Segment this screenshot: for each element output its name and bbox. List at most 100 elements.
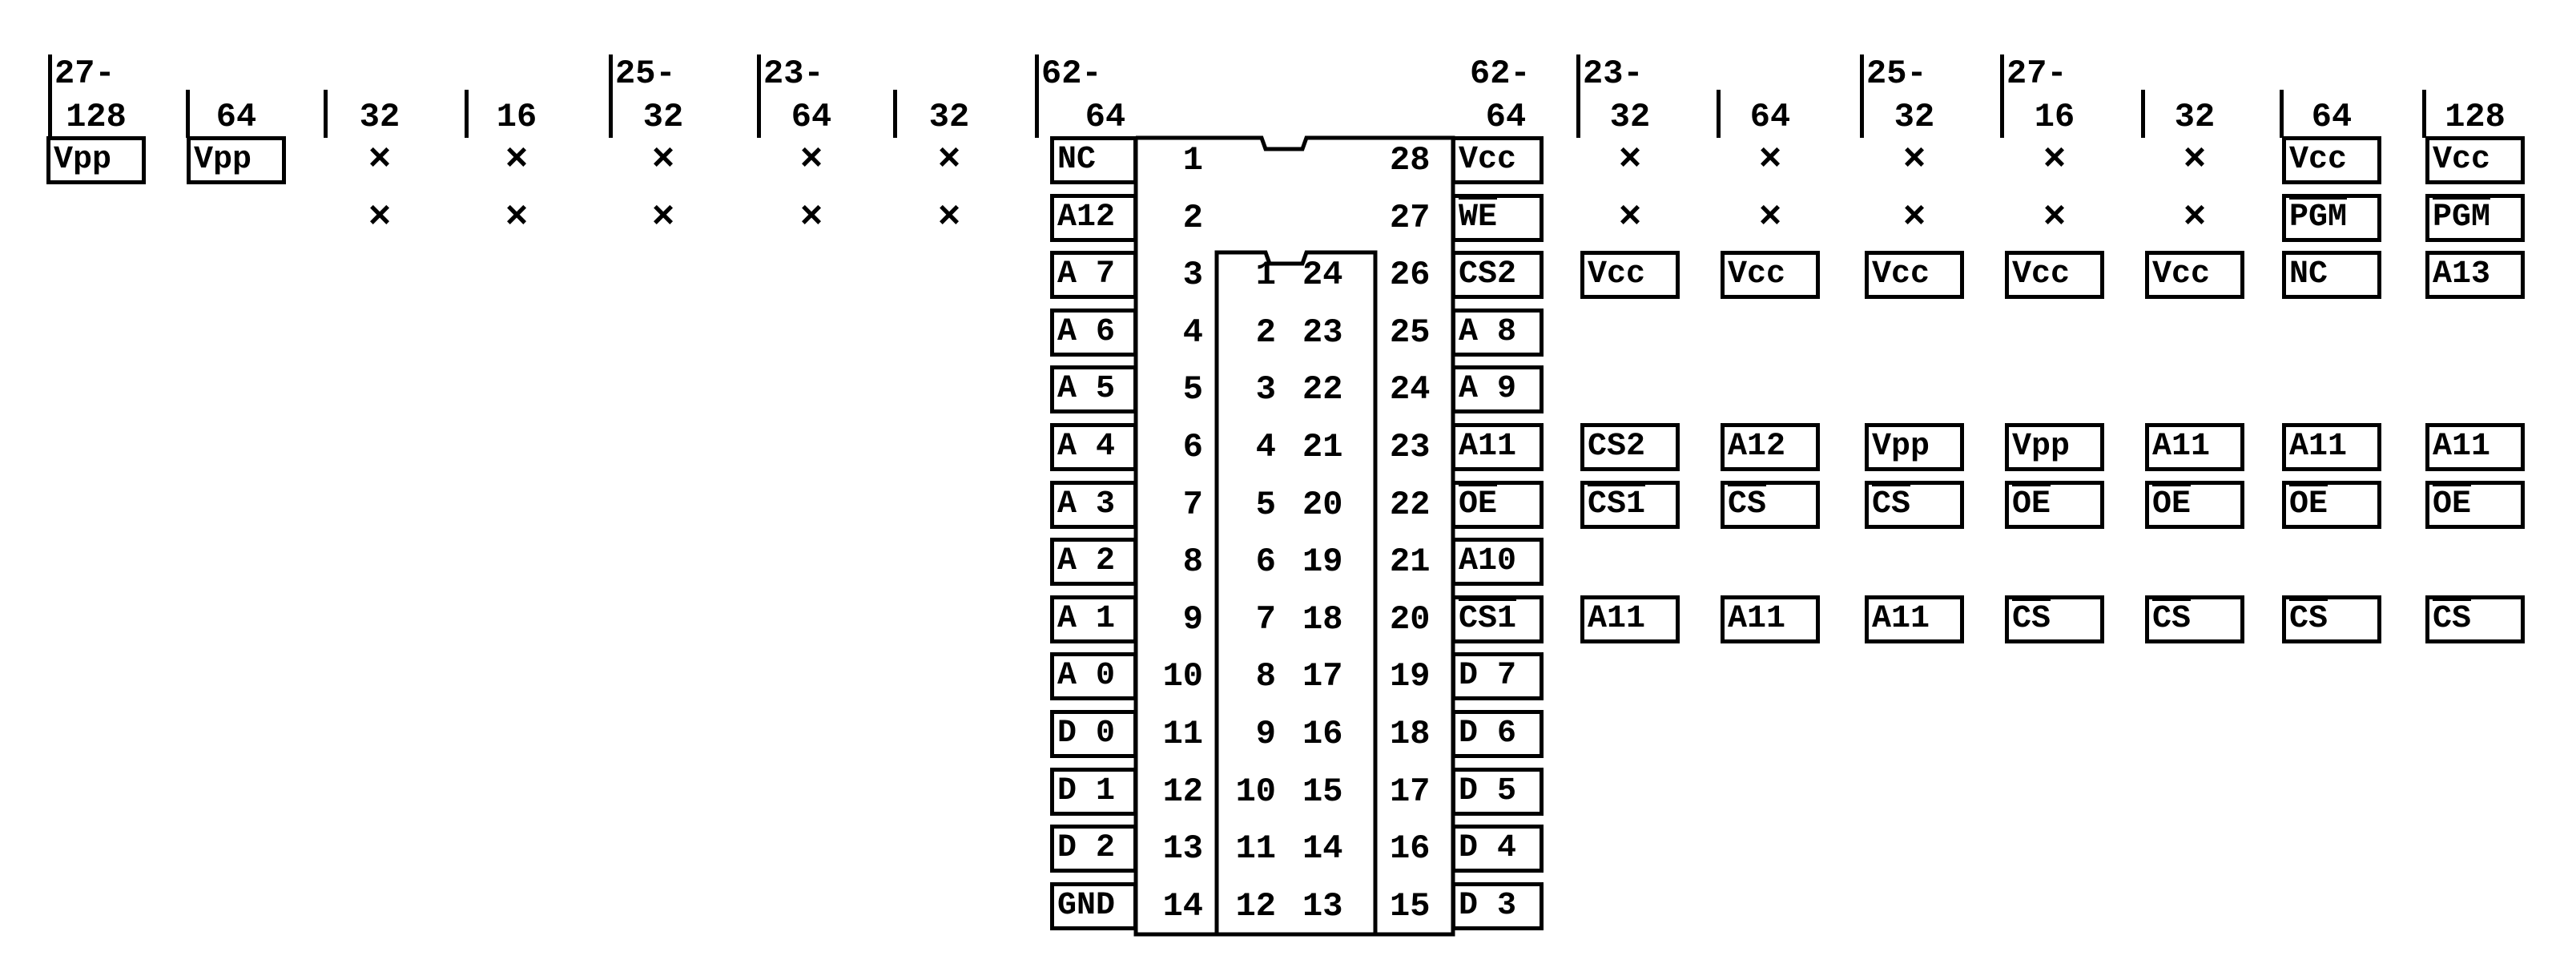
chip-right-pin-label: A10	[1451, 538, 1544, 587]
right-column-header-size: 64	[1749, 98, 1791, 136]
dont-care-mark: ×	[799, 196, 823, 240]
signal-name: Vpp	[1872, 429, 1930, 465]
signal-label: CS	[1865, 480, 1964, 529]
chip-left-pin-label: A 4	[1050, 423, 1137, 471]
outer-pin-number: 7	[1182, 485, 1203, 524]
signal-name: D 5	[1459, 772, 1517, 809]
outer-pin-number: 16	[1390, 829, 1431, 869]
signal-name: Vcc	[2012, 256, 2071, 293]
signal-label: CS	[2282, 595, 2381, 643]
signal-name: CS	[1728, 486, 1767, 522]
inner-pin-number: 5	[1255, 485, 1276, 524]
signal-name: CS	[2152, 600, 2192, 637]
signal-name: A11	[2289, 429, 2348, 465]
signal-label: OE	[2425, 480, 2525, 529]
right-column-header-size: 32	[2174, 98, 2216, 136]
signal-name: D 7	[1459, 658, 1517, 695]
left-column-header-prefix: 23-	[763, 54, 824, 93]
column-divider	[2000, 54, 2004, 138]
outer-pin-number: 10	[1162, 657, 1203, 696]
signal-label: A12	[1721, 423, 1820, 471]
signal-label: NC	[2282, 251, 2381, 300]
right-column-header-prefix: 23-	[1583, 54, 1644, 93]
outer-pin-number: 20	[1390, 599, 1431, 639]
inner-pin-number: 16	[1302, 715, 1343, 753]
dont-care-mark: ×	[799, 139, 823, 182]
dont-care-mark: ×	[937, 196, 961, 240]
left-column-header-size: 128	[66, 98, 127, 136]
signal-label: Vcc	[2145, 251, 2244, 300]
chip-left-pin-label: A 1	[1050, 595, 1137, 643]
chip-right-pin-label: D 4	[1451, 825, 1544, 873]
signal-name: A 8	[1459, 313, 1517, 350]
chip-right-pin-label: A 8	[1451, 308, 1544, 357]
signal-name: A 9	[1459, 371, 1517, 408]
dont-care-mark: ×	[2183, 139, 2207, 182]
dont-care-mark: ×	[2043, 139, 2067, 182]
right-chip-header-prefix: 62-	[1470, 54, 1531, 93]
outer-pin-number: 24	[1390, 370, 1431, 409]
signal-label: A11	[1865, 595, 1964, 643]
inner-pin-number: 15	[1302, 772, 1343, 811]
signal-label: CS1	[1580, 480, 1680, 529]
column-divider	[1576, 54, 1580, 138]
dont-care-mark: ×	[1902, 139, 1926, 182]
right-column-header-size: 128	[2445, 98, 2506, 136]
column-divider	[1035, 54, 1039, 138]
inner-pin-number: 21	[1302, 428, 1343, 466]
signal-name: WE	[1459, 199, 1498, 236]
chip-right-pin-label: OE	[1451, 480, 1544, 529]
signal-name: Vcc	[1872, 256, 1930, 293]
signal-name: CS1	[1459, 600, 1517, 637]
outer-pin-number: 11	[1162, 715, 1203, 753]
left-column-header-size: 64	[215, 98, 257, 136]
outer-pin-number: 21	[1390, 542, 1431, 582]
signal-label: CS	[2005, 595, 2104, 643]
right-column-header-size: 16	[2034, 98, 2075, 136]
signal-label: CS	[2425, 595, 2525, 643]
signal-name: GND	[1057, 887, 1116, 924]
outer-pin-number: 12	[1162, 772, 1203, 811]
inner-pin-number: 13	[1302, 886, 1343, 926]
inner-pin-number: 12	[1235, 886, 1276, 926]
signal-name: PGM	[2289, 199, 2348, 236]
outer-pin-number: 26	[1390, 256, 1431, 295]
chip-left-pin-label: GND	[1050, 881, 1137, 930]
signal-name: A11	[1588, 600, 1646, 637]
signal-name: A 4	[1057, 429, 1116, 465]
signal-name: OE	[2012, 486, 2051, 522]
column-divider	[2280, 90, 2284, 138]
chip-right-pin-label: CS2	[1451, 251, 1544, 300]
signal-name: Vcc	[1588, 256, 1646, 293]
signal-name: CS	[2012, 600, 2051, 637]
chip-right-pin-label: Vcc	[1451, 136, 1544, 184]
signal-name: Vcc	[2289, 142, 2348, 178]
signal-name: OE	[2433, 486, 2472, 522]
inner-pin-number: 10	[1235, 772, 1276, 811]
signal-name: Vcc	[1728, 256, 1786, 293]
inner-pin-number: 17	[1302, 657, 1343, 696]
chip-left-pin-label: D 1	[1050, 767, 1137, 816]
inner-pin-number: 24	[1302, 256, 1343, 295]
chip-right-pin-label: WE	[1451, 193, 1544, 242]
dont-care-mark: ×	[1758, 196, 1782, 240]
inner-pin-number: 6	[1255, 542, 1276, 582]
chip-right-pin-label: A11	[1451, 423, 1544, 471]
signal-label: A13	[2425, 251, 2525, 300]
outer-pin-number: 4	[1182, 313, 1203, 352]
signal-name: PGM	[2433, 199, 2491, 236]
inner-pin-number: 3	[1255, 370, 1276, 409]
signal-name: CS	[2433, 600, 2472, 637]
chip-right-pin-label: D 3	[1451, 881, 1544, 930]
signal-name: A12	[1728, 429, 1786, 465]
right-chip-header-size: 64	[1485, 98, 1527, 136]
inner-pin-number: 8	[1255, 657, 1276, 696]
column-divider	[1717, 90, 1721, 138]
signal-label: Vcc	[2005, 251, 2104, 300]
outer-pin-number: 8	[1182, 542, 1203, 582]
signal-name: Vcc	[1459, 142, 1517, 178]
outer-pin-number: 28	[1390, 141, 1431, 179]
signal-label: CS	[2145, 595, 2244, 643]
outer-pin-number: 27	[1390, 198, 1431, 237]
